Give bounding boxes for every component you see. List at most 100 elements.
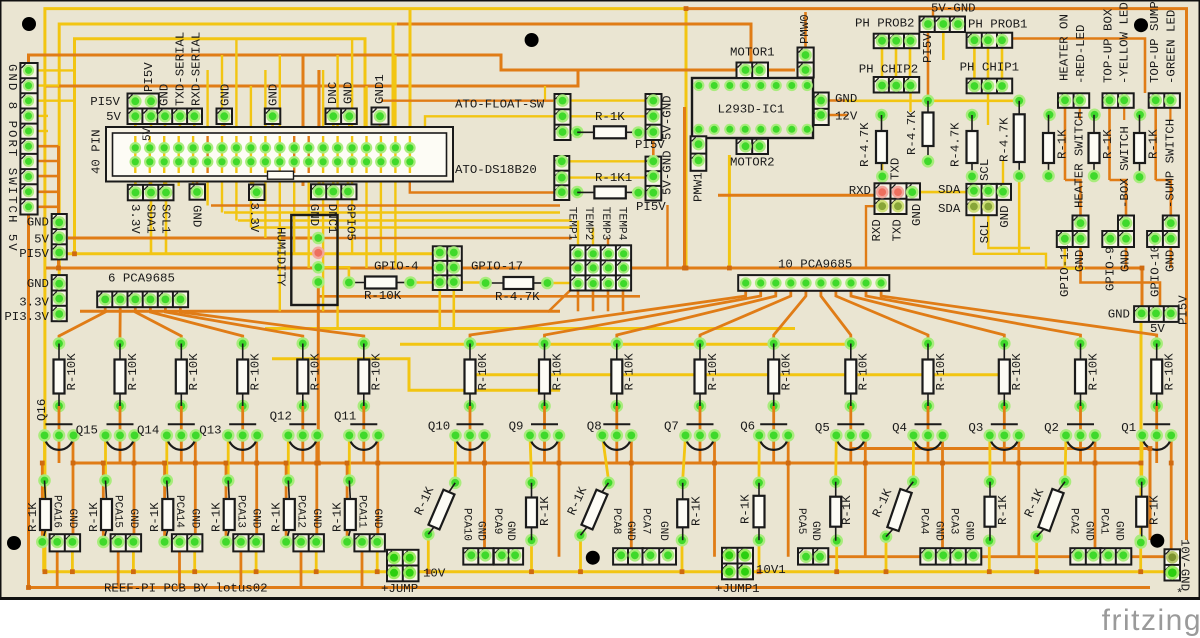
svg-text:REEF-PI PCB BY lotus02: REEF-PI PCB BY lotus02 bbox=[104, 582, 268, 596]
svg-text:GND: GND bbox=[932, 521, 944, 541]
svg-text:TEMP3: TEMP3 bbox=[599, 207, 611, 241]
svg-text:R-1K: R-1K bbox=[1055, 129, 1069, 159]
svg-text:GND: GND bbox=[27, 277, 49, 291]
svg-text:PCA9: PCA9 bbox=[491, 508, 503, 534]
svg-text:GND: GND bbox=[998, 205, 1012, 227]
svg-text:ATO-DS18B20: ATO-DS18B20 bbox=[455, 163, 537, 177]
svg-text:GND: GND bbox=[962, 521, 974, 541]
svg-text:PCA16: PCA16 bbox=[51, 495, 63, 528]
svg-text:GPIO-4: GPIO-4 bbox=[374, 259, 419, 273]
svg-text:Q6: Q6 bbox=[740, 420, 755, 434]
svg-text:GPIO-9: GPIO-9 bbox=[1104, 246, 1118, 291]
svg-text:GND: GND bbox=[1163, 250, 1177, 272]
svg-text:Q7: Q7 bbox=[664, 420, 679, 434]
svg-text:GND: GND bbox=[809, 521, 821, 541]
svg-text:HUMIDITY: HUMIDITY bbox=[274, 227, 288, 287]
svg-text:DNC1: DNC1 bbox=[325, 204, 339, 234]
svg-text:GND: GND bbox=[624, 521, 636, 541]
svg-text:5V-GND: 5V-GND bbox=[660, 95, 674, 140]
svg-text:R-1K1: R-1K1 bbox=[595, 171, 632, 185]
svg-text:GND 8 PORT SWITCH 5V: GND 8 PORT SWITCH 5V bbox=[5, 64, 19, 253]
svg-text:R-10K: R-10K bbox=[934, 353, 948, 391]
svg-text:R-1K: R-1K bbox=[26, 502, 40, 532]
svg-text:10V1: 10V1 bbox=[756, 563, 786, 577]
svg-text:TXD: TXD bbox=[890, 219, 904, 241]
svg-text:R-10K: R-10K bbox=[1086, 353, 1100, 391]
svg-text:Q12: Q12 bbox=[270, 410, 292, 424]
svg-text:40 PIN: 40 PIN bbox=[89, 129, 103, 174]
svg-text:R-1K: R-1K bbox=[1101, 129, 1115, 159]
svg-text:GND: GND bbox=[1119, 250, 1133, 272]
svg-text:R-1K: R-1K bbox=[148, 502, 162, 532]
svg-text:Q15: Q15 bbox=[76, 424, 98, 438]
svg-text:HEATER ON: HEATER ON bbox=[1057, 14, 1071, 81]
svg-text:Q5: Q5 bbox=[815, 421, 830, 435]
svg-text:PCA13: PCA13 bbox=[234, 495, 246, 528]
svg-text:+JUMP: +JUMP bbox=[381, 582, 418, 596]
svg-text:R-10K: R-10K bbox=[1162, 353, 1176, 391]
svg-text:GPIO-10: GPIO-10 bbox=[1148, 245, 1162, 297]
svg-text:PI5V: PI5V bbox=[142, 62, 156, 92]
svg-text:PH PROB1: PH PROB1 bbox=[968, 17, 1028, 31]
svg-text:-SUMP SWITCH: -SUMP SWITCH bbox=[1164, 119, 1178, 208]
svg-text:RXD: RXD bbox=[870, 219, 884, 241]
svg-text:RXD-SERIAL: RXD-SERIAL bbox=[189, 32, 203, 106]
svg-text:+JUMP1: +JUMP1 bbox=[715, 582, 760, 596]
svg-text:GND: GND bbox=[266, 84, 280, 106]
svg-text:PI5V: PI5V bbox=[1177, 295, 1191, 325]
svg-text:5V-GND: 5V-GND bbox=[660, 150, 674, 195]
svg-text:Q4: Q4 bbox=[892, 421, 907, 435]
svg-text:PCA4: PCA4 bbox=[917, 508, 929, 535]
svg-text:3.3V: 3.3V bbox=[247, 203, 261, 233]
svg-text:R-1K: R-1K bbox=[840, 495, 854, 525]
svg-text:R-1K: R-1K bbox=[689, 496, 703, 526]
svg-text:R-1K: R-1K bbox=[1148, 495, 1162, 525]
svg-text:HEATER SWITCH: HEATER SWITCH bbox=[1073, 111, 1087, 208]
svg-text:GND: GND bbox=[27, 215, 49, 229]
svg-text:R-10K: R-10K bbox=[550, 353, 564, 391]
svg-text:PI5V: PI5V bbox=[636, 200, 666, 214]
svg-text:L293D-IC1: L293D-IC1 bbox=[718, 103, 785, 117]
svg-text:GND: GND bbox=[250, 509, 262, 529]
svg-text:GND: GND bbox=[190, 205, 204, 227]
svg-text:PCA2: PCA2 bbox=[1067, 508, 1079, 534]
svg-text:GND: GND bbox=[474, 521, 486, 541]
svg-text:Q10: Q10 bbox=[428, 420, 450, 434]
svg-text:PCA5: PCA5 bbox=[795, 508, 807, 534]
svg-text:PI5V: PI5V bbox=[921, 33, 935, 63]
svg-text:R-10K: R-10K bbox=[370, 353, 384, 391]
svg-text:5V: 5V bbox=[34, 233, 49, 247]
svg-text:GND: GND bbox=[1112, 521, 1124, 541]
svg-text:Q11: Q11 bbox=[334, 410, 356, 424]
svg-text:R-1K: R-1K bbox=[87, 502, 101, 532]
svg-text:Q3: Q3 bbox=[968, 421, 983, 435]
svg-text:5V: 5V bbox=[142, 127, 154, 141]
svg-text:5V: 5V bbox=[1150, 322, 1165, 336]
svg-text:fritzing: fritzing bbox=[1102, 604, 1200, 637]
svg-text:PI5V: PI5V bbox=[635, 138, 665, 152]
svg-text:R-10K: R-10K bbox=[187, 353, 201, 391]
svg-text:PCA7: PCA7 bbox=[640, 508, 652, 534]
svg-text:R-1K: R-1K bbox=[595, 110, 625, 124]
svg-text:R-4.7K: R-4.7K bbox=[905, 110, 919, 155]
svg-text:DNC: DNC bbox=[326, 82, 340, 104]
svg-text:GND1: GND1 bbox=[373, 74, 387, 104]
svg-text:R-1K: R-1K bbox=[331, 502, 345, 532]
svg-text:TOP-UP BOX: TOP-UP BOX bbox=[1101, 8, 1115, 83]
svg-text:GPIO5: GPIO5 bbox=[344, 204, 358, 241]
svg-text:R-1K: R-1K bbox=[996, 495, 1010, 525]
svg-text:R-10K: R-10K bbox=[857, 353, 871, 391]
svg-text:PCA3: PCA3 bbox=[947, 508, 959, 534]
svg-text:R-10K: R-10K bbox=[309, 353, 323, 391]
svg-text:10V: 10V bbox=[423, 567, 446, 581]
svg-text:SCL1: SCL1 bbox=[159, 204, 173, 234]
svg-text:-BOX SWITCH: -BOX SWITCH bbox=[1118, 126, 1132, 208]
svg-text:10 PCA9685: 10 PCA9685 bbox=[778, 257, 852, 271]
svg-text:5V-GND: 5V-GND bbox=[931, 2, 976, 16]
svg-text:-GREEN LED: -GREEN LED bbox=[1164, 10, 1178, 84]
svg-text:PCA14: PCA14 bbox=[173, 495, 185, 528]
svg-text:GND: GND bbox=[218, 84, 232, 106]
svg-text:*: * bbox=[1176, 587, 1183, 601]
svg-text:R-10K: R-10K bbox=[706, 353, 720, 391]
svg-text:GND: GND bbox=[310, 509, 322, 529]
